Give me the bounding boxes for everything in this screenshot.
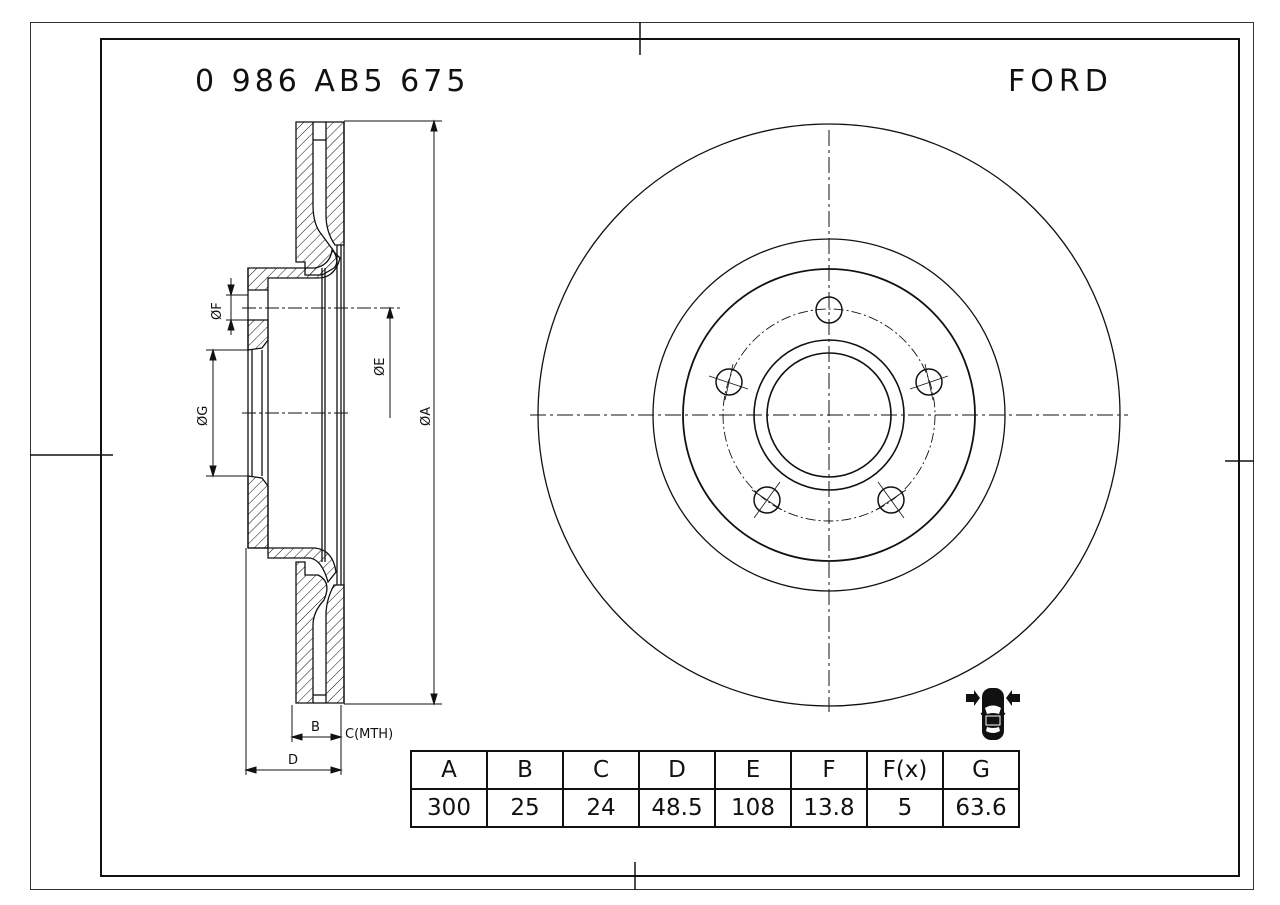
spec-table-header-row: A B C D E F F(x) G [410,750,1020,790]
spec-value-fx: 5 [866,788,944,828]
section-view [247,121,345,704]
spec-value-g: 63.6 [942,788,1020,828]
bolt-holes [715,296,943,514]
spec-header-e: E [714,750,792,790]
section-center-lines [242,307,400,414]
spec-value-e: 108 [714,788,792,828]
outer-frame [30,22,1254,890]
spec-header-f: F [790,750,868,790]
label-dia-a: ØA [419,407,434,426]
spec-value-d: 48.5 [638,788,716,828]
spec-header-fx: F(x) [866,750,944,790]
label-c-mth: C(MTH) [345,727,393,742]
front-view [530,123,1128,712]
spec-header-a: A [410,750,488,790]
spec-table-value-row: 300 25 24 48.5 108 13.8 5 63.6 [410,788,1020,828]
part-number: 0 986 AB5 675 [195,64,470,99]
front-axle-car-icon [966,688,1020,740]
spec-value-f: 13.8 [790,788,868,828]
section-dimensions [206,119,442,775]
section-labels: ØF ØG ØE ØA B C(MTH) D [196,302,434,768]
spec-header-g: G [942,750,1020,790]
spec-value-a: 300 [410,788,488,828]
spec-header-b: B [486,750,564,790]
brand-name: FORD [1008,64,1113,99]
frame-center-marks [30,22,1254,890]
spec-value-b: 25 [486,788,564,828]
inner-frame [100,38,1240,877]
label-dia-g: ØG [196,406,211,426]
bolt-hole-crosshairs [708,363,949,519]
spec-table: A B C D E F F(x) G 300 25 24 48.5 108 13… [410,750,1020,828]
spec-header-c: C [562,750,640,790]
label-dia-e: ØE [373,358,388,376]
label-d: D [288,753,298,768]
spec-header-d: D [638,750,716,790]
spec-value-c: 24 [562,788,640,828]
label-b: B [311,720,320,735]
label-dia-f: ØF [210,302,225,320]
